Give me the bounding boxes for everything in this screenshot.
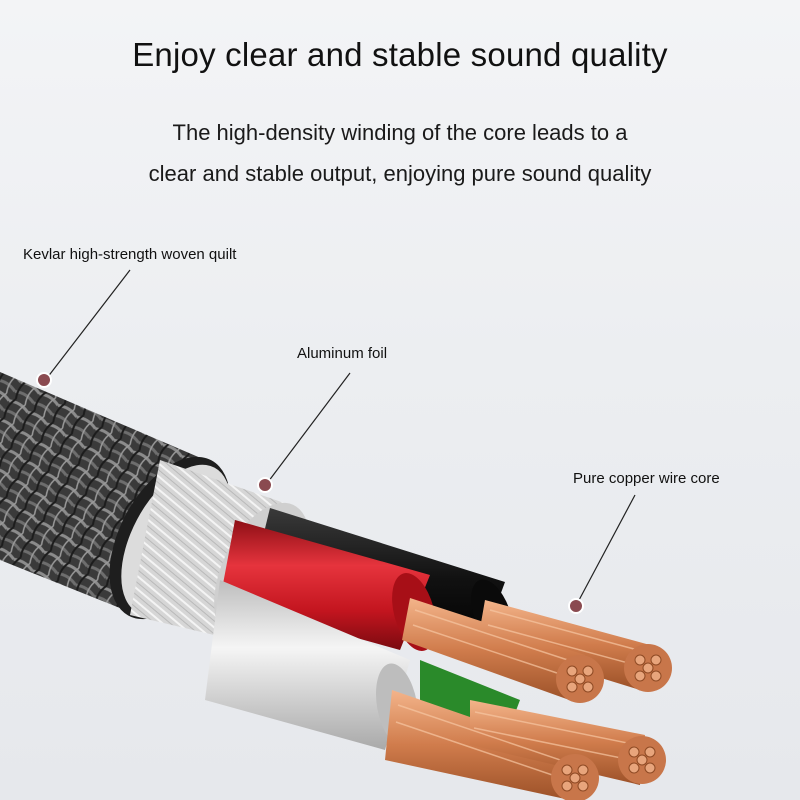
subtitle-line-1: The high-density winding of the core lea… (172, 120, 628, 145)
callout-foil-pointer (257, 372, 351, 493)
callout-kevlar-label: Kevlar high-strength woven quilt (23, 246, 237, 263)
headline: Enjoy clear and stable sound quality (132, 36, 668, 73)
subtitle-line-2: clear and stable output, enjoying pure s… (148, 161, 652, 186)
callout-copper-label: Pure copper wire core (573, 470, 720, 487)
callout-kevlar-pointer (36, 269, 131, 388)
copper-wire-strands (385, 598, 672, 800)
callout-foil-label: Aluminum foil (297, 345, 388, 362)
callout-copper-pointer (568, 494, 636, 614)
